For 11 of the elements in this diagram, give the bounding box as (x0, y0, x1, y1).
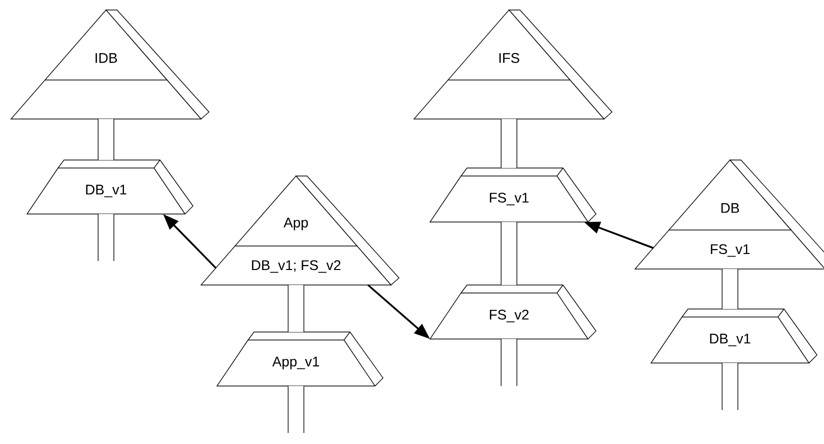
stem-line (288, 285, 304, 332)
node-label: DB (721, 203, 739, 213)
stem-line (722, 269, 738, 309)
stem-line (98, 214, 114, 261)
stem-line (288, 386, 304, 433)
node-label: FS_v1 (710, 244, 750, 257)
stem-line (500, 119, 518, 168)
stem-line (98, 119, 114, 160)
stem-line (722, 363, 738, 410)
stem-line (500, 339, 518, 386)
stem-line (500, 222, 518, 285)
